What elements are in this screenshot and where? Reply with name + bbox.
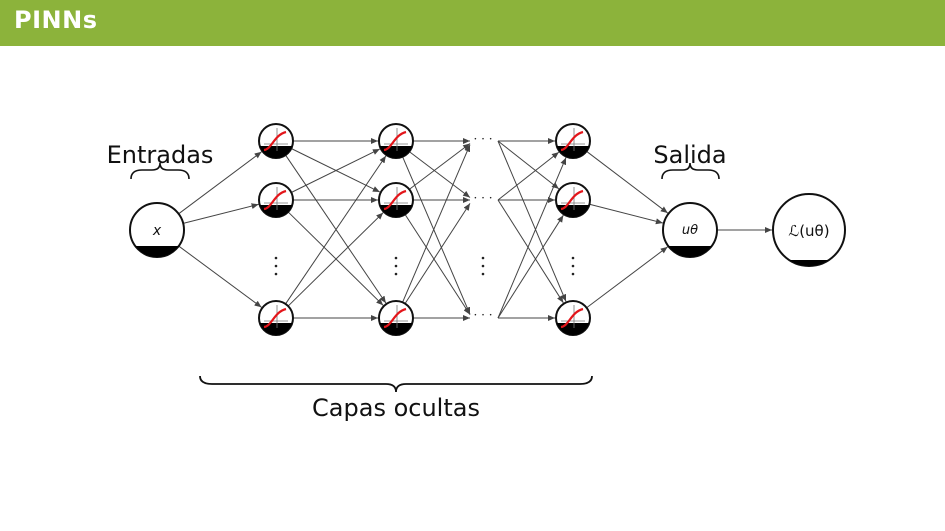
activation-neuron-icon <box>258 300 294 336</box>
edge-hidden-ellipsis <box>408 143 471 190</box>
edge-hidden-ellipsis <box>404 214 471 315</box>
edge-hidden-ellipsis <box>408 151 471 198</box>
output-label: uθ <box>682 223 698 238</box>
inputs-brace <box>130 162 190 180</box>
edge-hidden-ellipsis <box>404 203 471 304</box>
ellipsis-row-1: · · · <box>473 132 492 146</box>
hidden-layers-brace <box>199 375 593 393</box>
activation-neuron-icon <box>258 182 294 218</box>
edge-ellipsis-hidden <box>497 199 564 304</box>
input-label: x <box>152 223 162 239</box>
edge-hidden-ellipsis <box>402 156 471 315</box>
output-brace <box>661 162 720 180</box>
title-bar: PINNs <box>0 0 945 46</box>
edge-input-hidden <box>183 203 259 224</box>
input-node: x <box>129 202 185 258</box>
edge-ellipsis-hidden <box>497 157 567 319</box>
edge-ellipsis-hidden <box>497 140 567 302</box>
activation-neuron-icon <box>555 300 591 336</box>
edge-ellipsis-hidden <box>497 140 560 190</box>
hidden-layers-label: Capas ocultas <box>312 394 480 422</box>
loss-label: ℒ(uθ) <box>788 222 829 240</box>
edge-hidden-output <box>586 150 669 214</box>
activation-neuron-icon <box>555 182 591 218</box>
edge-input-hidden <box>178 245 262 308</box>
edge-hidden-hidden <box>291 148 381 193</box>
activation-neuron-icon <box>555 123 591 159</box>
hidden-neurons <box>258 123 591 336</box>
edge-hidden-output <box>586 246 668 309</box>
edge-hidden-output <box>589 203 664 225</box>
vertical-ellipses <box>274 256 575 276</box>
loss-node: ℒ(uθ) <box>772 193 846 267</box>
edge-hidden-hidden <box>285 155 387 305</box>
output-node: uθ <box>662 202 718 258</box>
slide-title: PINNs <box>14 6 98 34</box>
edge-input-hidden <box>178 151 262 215</box>
edge-ellipsis-hidden <box>497 214 564 319</box>
activation-neuron-icon <box>378 300 414 336</box>
edge-hidden-hidden <box>287 212 384 307</box>
edge-hidden-ellipsis <box>402 144 471 303</box>
ellipsis-row-3: · · · <box>473 308 492 322</box>
edge-ellipsis-hidden <box>497 151 560 201</box>
ellipsis-row-2: · · · <box>473 191 492 205</box>
edges <box>178 138 772 321</box>
activation-neuron-icon <box>378 123 414 159</box>
activation-neuron-icon <box>378 182 414 218</box>
activation-neuron-icon <box>258 123 294 159</box>
